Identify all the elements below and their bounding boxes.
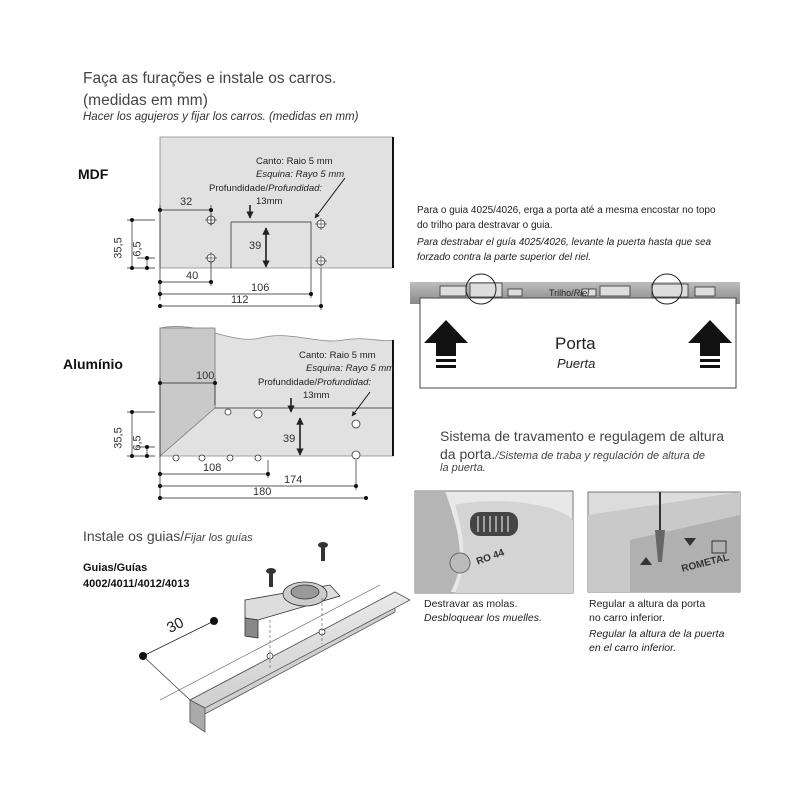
guide-text-es-1: Para destrabar el guía 4025/4026, levant… [417, 237, 712, 248]
mdf-esquina-text: Esquina: Rayo 5 mm [256, 169, 345, 180]
alu-canto-text: Canto: Raio 5 mm [299, 350, 376, 361]
alu-esquina-text: Esquina: Rayo 5 mm [306, 363, 395, 374]
alu-dim-174: 174 [284, 474, 303, 486]
rail-label: Trilho/Riel [549, 288, 590, 298]
aluminio-panel-drawing [127, 326, 394, 500]
guide-text-pt-1: Para o guia 4025/4026, erga a porta até … [417, 205, 716, 216]
title-pt-line1: Faça as furações e instale os carros. [83, 70, 337, 87]
alu-dim-100: 100 [196, 370, 215, 382]
mdf-panel-drawing [127, 136, 394, 310]
door-rail-illustration [410, 273, 740, 389]
alu-dim-180: 180 [253, 486, 272, 498]
mdf-dim-6-5: 6,5 [131, 241, 144, 257]
lock-caption-2-pt-1: Regular a altura da porta [589, 598, 706, 610]
alu-depth-value: 13mm [303, 390, 330, 401]
alu-depth-label: Profundidade/Profundidad: [258, 377, 372, 388]
guide-text-es-2: forzado contra la parte superior del rie… [417, 252, 591, 263]
lock-photo-1 [414, 490, 574, 594]
mdf-dim-40: 40 [186, 270, 199, 282]
door-label-pt: Porta [555, 334, 596, 353]
mdf-dim-35-5: 35,5 [112, 237, 125, 259]
title-pt-line2: (medidas em mm) [83, 92, 208, 109]
lock-caption-2-es-1: Regular la altura de la puerta [589, 628, 725, 640]
lock-title-pt-1: Sistema de travamento e regulagem de alt… [440, 428, 725, 444]
install-title: Instale os guias/Fijar los guías [83, 528, 253, 544]
lock-caption-1-es: Desbloquear los muelles. [424, 612, 542, 624]
guide-text-pt-2: do trilho para destravar o guia. [417, 220, 553, 231]
aluminio-label: Alumínio [63, 356, 123, 372]
install-guides-illustration [139, 542, 411, 733]
alu-dim-108: 108 [203, 462, 222, 474]
lock-title-es-2: la puerta. [440, 462, 486, 474]
mdf-dim-112: 112 [231, 294, 249, 306]
alu-dim-6-5: 6,5 [131, 435, 144, 451]
lock-caption-2-es-2: en el carro inferior. [589, 642, 677, 654]
mdf-depth-value: 13mm [256, 196, 283, 207]
door-label-es: Puerta [557, 356, 596, 371]
alu-dim-39: 39 [283, 433, 296, 445]
mdf-canto-text: Canto: Raio 5 mm [256, 156, 333, 167]
lock-caption-2-pt-2: no carro inferior. [589, 612, 665, 624]
lock-photo-2 [587, 491, 741, 593]
mdf-dim-106: 106 [251, 282, 270, 294]
lock-title-line2: da porta./Sistema de traba y regulación … [440, 446, 706, 462]
install-models-2: 4002/4011/4012/4013 [83, 578, 190, 590]
mdf-depth-label: Profundidade/Profundidad: [209, 183, 323, 194]
mdf-label: MDF [78, 166, 109, 182]
lock-caption-1-pt: Destravar as molas. [424, 598, 518, 610]
mdf-dim-39: 39 [249, 240, 262, 252]
install-models-1: Guias/Guías [83, 562, 148, 574]
mdf-dim-32: 32 [180, 196, 193, 208]
alu-dim-35-5: 35,5 [112, 427, 125, 449]
title-es: Hacer los agujeros y fijar los carros. (… [83, 111, 359, 123]
